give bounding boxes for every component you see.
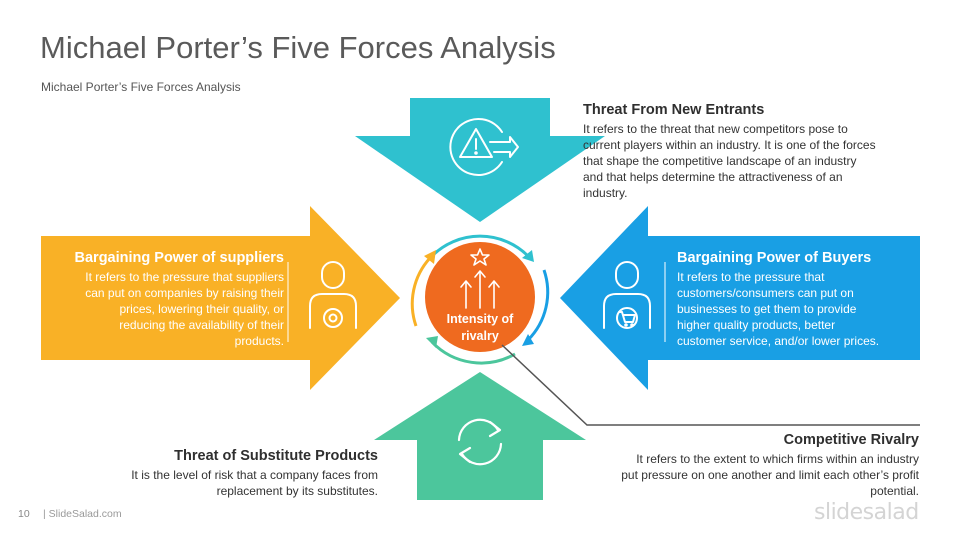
new-entrants-line: industry. [583,186,628,200]
new-entrants-line: It refers to the threat that new competi… [583,122,848,136]
substitutes-line: replacement by its substitutes. [216,484,378,498]
buyers-line: businesses to get them to provide [677,302,857,316]
center-label: Intensity of rivalry [432,311,528,345]
suppliers-line: reducing the availability of their [119,318,284,332]
buyers-line: It refers to the pressure that [677,270,825,284]
page-number: 10 [18,508,30,520]
arrow-new-entrants [355,98,605,222]
substitutes-heading: Threat of Substitute Products [174,448,378,464]
arrow-buyers [560,206,920,390]
substitutes-line: It is the level of risk that a company f… [131,468,378,482]
rivalry-line: It refers to the extent to which firms w… [636,452,919,466]
suppliers-line: products. [234,334,284,348]
suppliers-block: Bargaining Power of suppliers It refers … [45,249,284,349]
new-entrants-line: and that helps determine the attractiven… [583,170,843,184]
new-entrants-line: current players within an industry. It i… [583,138,876,152]
warning-arrow-icon [449,118,519,176]
slidesalad-logo: slidesalad [814,500,919,525]
center-label-line2: rivalry [461,329,499,343]
buyers-line: higher quality products, better [677,318,836,332]
suppliers-line: It refers to the pressure that suppliers [85,270,284,284]
refresh-icon [457,418,503,466]
buyers-line: customers/consumers can put on [677,286,854,300]
center-label-line1: Intensity of [446,312,514,326]
person-gear-icon [309,261,357,329]
person-cart-icon [603,261,651,329]
new-entrants-line: that shape the competitive landscape of … [583,154,857,168]
new-entrants-block: Threat From New Entrants It refers to th… [583,101,923,201]
substitutes-block: Threat of Substitute Products It is the … [70,447,378,499]
page-subtitle: Michael Porter’s Five Forces Analysis [41,80,241,94]
new-entrants-heading: Threat From New Entrants [583,102,765,118]
page-title: Michael Porter’s Five Forces Analysis [40,30,556,65]
rivalry-connector [501,344,920,426]
cycle-arrows [410,234,550,365]
rivalry-line: put pressure on one another and limit ea… [621,468,919,482]
rising-arrows-star-icon [460,248,500,309]
buyers-block: Bargaining Power of Buyers It refers to … [677,249,917,349]
arrow-suppliers [41,206,400,390]
suppliers-line: prices, lowering their quality, or [119,302,284,316]
footer-site: | SlideSalad.com [43,508,122,520]
arrow-substitutes [374,372,586,500]
suppliers-line: can put on companies by raising their [85,286,284,300]
suppliers-heading: Bargaining Power of suppliers [74,250,284,266]
rivalry-line: potential. [870,484,919,498]
buyers-line: customer service, and/or lower prices. [677,334,880,348]
rivalry-heading: Competitive Rivalry [783,432,919,448]
buyers-heading: Bargaining Power of Buyers [677,250,872,266]
rivalry-block: Competitive Rivalry It refers to the ext… [560,431,919,499]
